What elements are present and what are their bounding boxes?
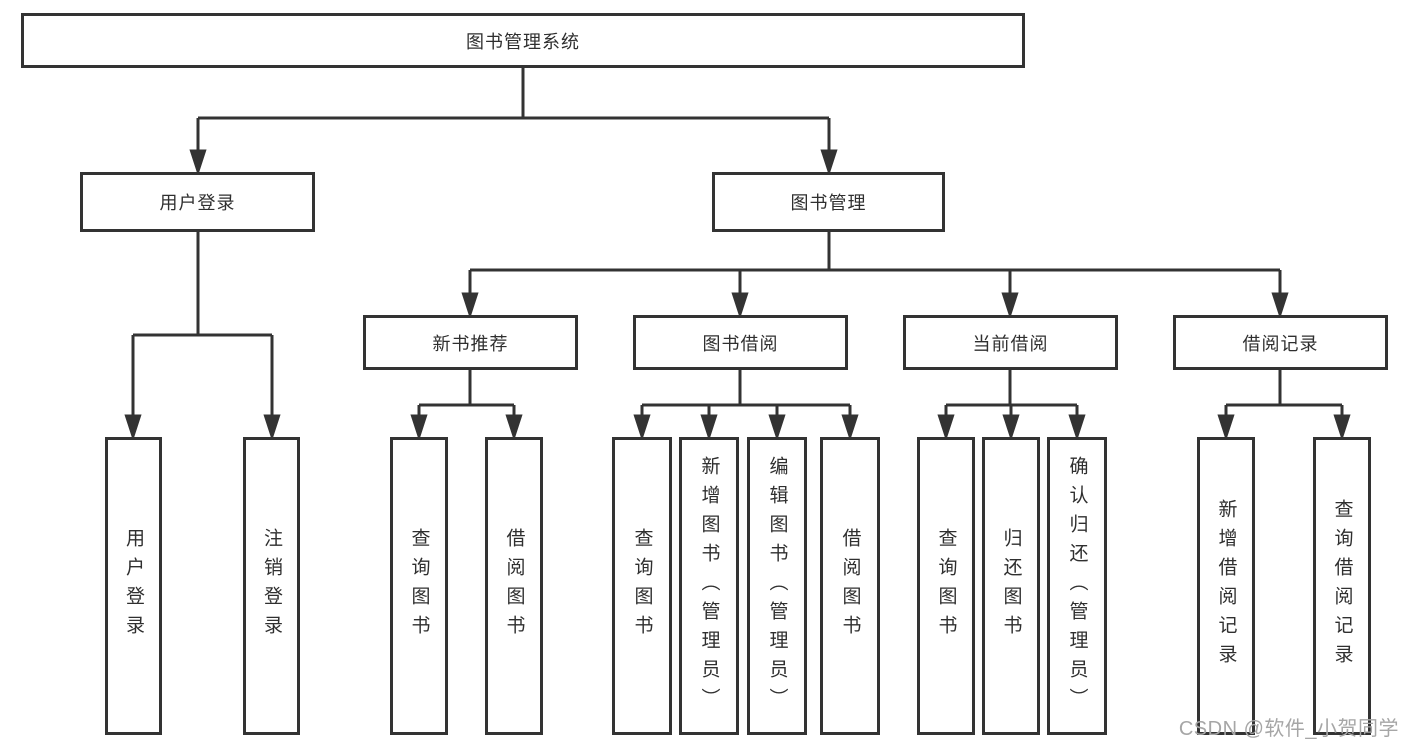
node-label: 图书管理系统 <box>466 31 580 52</box>
leaf-borrow-edit-admin: 编辑图书（管理员） <box>747 437 807 735</box>
node-label: 图书借阅 <box>702 333 779 354</box>
node-label: 用户登录 <box>123 528 144 644</box>
node-label: 当前借阅 <box>972 333 1049 354</box>
leaf-borrow-add-admin: 新增图书（管理员） <box>679 437 739 735</box>
node-current-borrow: 当前借阅 <box>903 315 1118 370</box>
node-label: 查询图书 <box>935 528 957 644</box>
node-label: 用户登录 <box>159 193 236 213</box>
node-label: 借阅记录 <box>1242 333 1319 354</box>
node-label: 归还图书 <box>1000 528 1022 644</box>
leaf-newbooks-borrow: 借阅图书 <box>485 437 543 735</box>
csdn-watermark: CSDN @软件_小贺同学 <box>1178 718 1399 740</box>
node-new-books: 新书推荐 <box>363 315 578 370</box>
node-label: 查询图书 <box>408 528 430 644</box>
leaf-newbooks-query: 查询图书 <box>390 437 448 735</box>
connector-records-split <box>1217 370 1351 441</box>
connector-book-mgmt-split <box>461 232 1289 319</box>
connector-root-split <box>189 68 838 176</box>
leaf-record-add: 新增借阅记录 <box>1197 437 1255 735</box>
leaf-user-login: 用户登录 <box>105 437 162 735</box>
node-user-login-branch: 用户登录 <box>80 172 315 232</box>
node-borrow-records: 借阅记录 <box>1173 315 1388 370</box>
node-book-mgmt-branch: 图书管理 <box>712 172 945 232</box>
connector-new-books-split <box>410 370 523 441</box>
node-label: 查询借阅记录 <box>1331 499 1353 673</box>
node-label: 借阅图书 <box>503 528 525 644</box>
leaf-current-confirm-admin: 确认归还（管理员） <box>1047 437 1107 735</box>
leaf-current-query: 查询图书 <box>917 437 975 735</box>
connector-user-login-split <box>124 232 281 441</box>
node-root-system: 图书管理系统 <box>21 13 1025 68</box>
leaf-logout: 注销登录 <box>243 437 300 735</box>
connector-borrow-split <box>633 370 859 441</box>
node-label: 借阅图书 <box>839 528 861 644</box>
node-label: 注销登录 <box>261 528 282 644</box>
node-label: 编辑图书（管理员） <box>766 455 788 717</box>
leaf-borrow-query: 查询图书 <box>612 437 672 735</box>
node-label: 新增图书（管理员） <box>698 455 720 717</box>
connector-current-split <box>937 370 1086 441</box>
leaf-current-return: 归还图书 <box>982 437 1040 735</box>
node-label: 确认归还（管理员） <box>1066 455 1088 717</box>
node-label: 新书推荐 <box>432 333 509 354</box>
node-label: 新增借阅记录 <box>1215 499 1237 673</box>
node-label: 图书管理 <box>790 193 867 213</box>
leaf-borrow-book: 借阅图书 <box>820 437 880 735</box>
leaf-record-query: 查询借阅记录 <box>1313 437 1371 735</box>
node-label: 查询图书 <box>631 528 653 644</box>
node-book-borrow: 图书借阅 <box>633 315 848 370</box>
